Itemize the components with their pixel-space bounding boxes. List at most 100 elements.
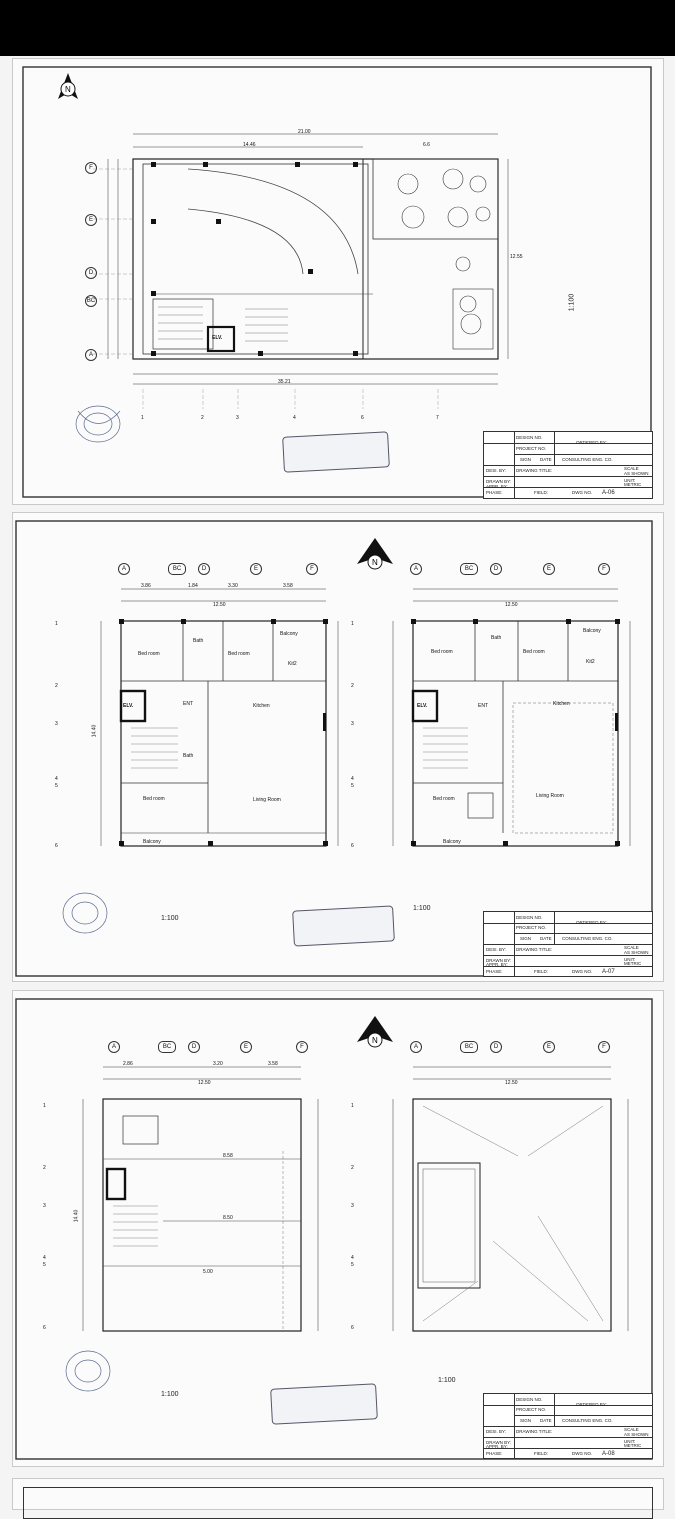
grid-axis-bc-right: BC: [460, 563, 478, 575]
dim-d2: 3.20: [213, 1061, 223, 1067]
grid-row-2-left: 2: [43, 1165, 46, 1171]
grid-axis-d-right: D: [490, 1041, 502, 1053]
tb-unit-value: METRIC: [624, 482, 642, 487]
dim-total-left: 12.50: [213, 602, 226, 608]
tb-desi-by: DESI. BY:: [486, 1429, 507, 1434]
dim-d1: 2.86: [123, 1061, 133, 1067]
dim-d1: 3.86: [141, 583, 151, 589]
tb-field: FIELD:: [534, 1451, 549, 1456]
tb-unit-value: METRIC: [624, 1443, 642, 1448]
grid-axis-f-right: F: [598, 563, 610, 575]
room-balcony-1: Balcony: [280, 631, 298, 637]
grid-row-4-left: 4: [43, 1255, 46, 1261]
tb-consulting: CONSULTING ENG. CO.: [562, 936, 613, 941]
room-elv-2: ELV.: [417, 703, 428, 709]
room-ent-2: ENT: [478, 703, 488, 709]
tb-date: DATE: [540, 936, 552, 941]
grid-axis-a-left: A: [118, 563, 130, 575]
room-ent-1: ENT: [183, 701, 193, 707]
tb-desi-by: DESI. BY:: [486, 947, 507, 952]
tb-scale: SCALE: [624, 466, 639, 471]
room-bath-3: Bath: [491, 635, 502, 641]
approval-stamp: [282, 431, 390, 473]
grid-row-3-left: 3: [43, 1203, 46, 1209]
tb-project-no: PROJECT NO.: [516, 925, 547, 930]
dim-d3: 3.30: [228, 583, 238, 589]
site-plan-drawing: N: [22, 66, 652, 498]
dim-d2: 1.84: [188, 583, 198, 589]
grid-axis-d-left: D: [198, 563, 210, 575]
tb-drawn-by: DRAWN BY:: [486, 958, 512, 963]
tb-sign: SIGN: [520, 457, 532, 462]
tb-sign: SIGN: [520, 1418, 532, 1423]
grid-row-6-right: 6: [351, 1325, 354, 1331]
grid-row-3-left: 3: [55, 721, 58, 727]
grid-axis-e-left: E: [250, 563, 262, 575]
drawing-sheet-a08: N A B: [12, 990, 664, 1467]
grid-axis-f-left: F: [306, 563, 318, 575]
grid-row-1-right: 1: [351, 621, 354, 627]
grid-row-6-left: 6: [43, 1325, 46, 1331]
svg-text:N: N: [65, 85, 71, 94]
dim-inner-3: 5.00: [203, 1269, 213, 1275]
tb-unit: UNIT:: [624, 957, 636, 962]
tb-scale: SCALE: [624, 945, 639, 950]
grid-row-2-right: 2: [351, 1165, 354, 1171]
tb-dwg-label: DWG NO.: [572, 490, 593, 495]
dim-c: 12.55: [510, 254, 523, 260]
dim-left: 14.40: [91, 724, 98, 738]
tb-dwg-no: A-06: [602, 490, 615, 496]
tb-dwg-label: DWG NO.: [572, 1451, 593, 1456]
tb-design-no: DESIGN NO.: [516, 915, 543, 920]
grid-axis-bc-left: BC: [168, 563, 186, 575]
tb-field: FIELD:: [534, 969, 549, 974]
grid-axis-d-right: D: [490, 563, 502, 575]
grid-row-1-left: 1: [55, 621, 58, 627]
tb-ordered-by: ORDERED BY:: [576, 440, 607, 445]
seal-stamp: [65, 1350, 111, 1392]
tb-drawing-title: DRAWING TITLE:: [516, 468, 553, 473]
tb-unit: UNIT:: [624, 1439, 636, 1444]
dim-inner-2: 8.50: [223, 1215, 233, 1221]
scale-caption-right: 1:100: [438, 1377, 456, 1384]
tb-drawn-by: DRAWN BY:: [486, 479, 512, 484]
grid-row-4-right: 4: [351, 776, 354, 782]
tb-scale: SCALE: [624, 1427, 639, 1432]
room-bed-6: Bed room: [433, 796, 455, 802]
room-living-1: Living Room: [253, 797, 281, 803]
tb-design-no: DESIGN NO.: [516, 435, 543, 440]
svg-text:N: N: [372, 558, 378, 567]
tb-scale-value: AS SHOWN: [624, 1432, 649, 1437]
tb-unit-value: METRIC: [624, 961, 642, 966]
dim-a: 14.46: [243, 142, 256, 148]
tb-scale-value: AS SHOWN: [624, 471, 649, 476]
tb-appr-by: APPR. BY:: [486, 1444, 508, 1449]
north-arrow-icon: N: [357, 538, 393, 570]
tb-appr-by: APPR. BY:: [486, 962, 508, 967]
grid-row-6-right: 6: [351, 843, 354, 849]
grid-row-6-left: 6: [55, 843, 58, 849]
grid-axis-d-left: D: [188, 1041, 200, 1053]
room-elv-1: ELV.: [123, 703, 134, 709]
tb-date: DATE: [540, 457, 552, 462]
room-kit2-2: Kit2: [586, 659, 595, 665]
north-arrow-icon: N: [58, 73, 78, 99]
grid-row-2-right: 2: [351, 683, 354, 689]
grid-row-2-left: 2: [55, 683, 58, 689]
room-kit2-1: Kit2: [288, 661, 297, 667]
scale-caption-left: 1:100: [161, 1391, 179, 1398]
dim-total: 21.00: [298, 129, 311, 135]
tb-drawing-title: DRAWING TITLE:: [516, 947, 553, 952]
dim-left: 14.40: [73, 1209, 80, 1223]
dim-b: 6.6: [423, 142, 430, 148]
room-bed-4: Bed room: [431, 649, 453, 655]
grid-row-1-right: 1: [351, 1103, 354, 1109]
grid-axis-bc-left: BC: [158, 1041, 176, 1053]
dim-d3: 3.58: [268, 1061, 278, 1067]
grid-row-5-right: 5: [351, 783, 354, 789]
scale-caption: 1:100: [568, 293, 576, 312]
tb-design-no: DESIGN NO.: [516, 1397, 543, 1402]
grid-axis-bc: BC: [85, 295, 97, 307]
floor-plan-drawing: N: [15, 520, 653, 977]
grid-axis-e-left: E: [240, 1041, 252, 1053]
